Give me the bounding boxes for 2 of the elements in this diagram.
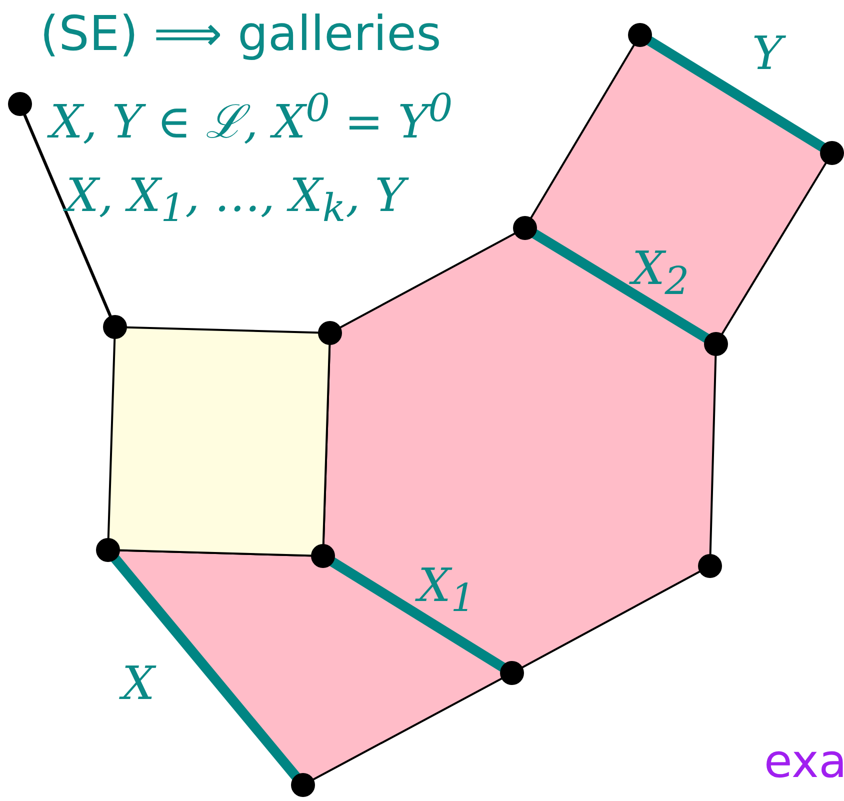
footer-text: exa <box>764 738 844 784</box>
heading-text: (SE) ⟹ galleries <box>40 10 442 58</box>
